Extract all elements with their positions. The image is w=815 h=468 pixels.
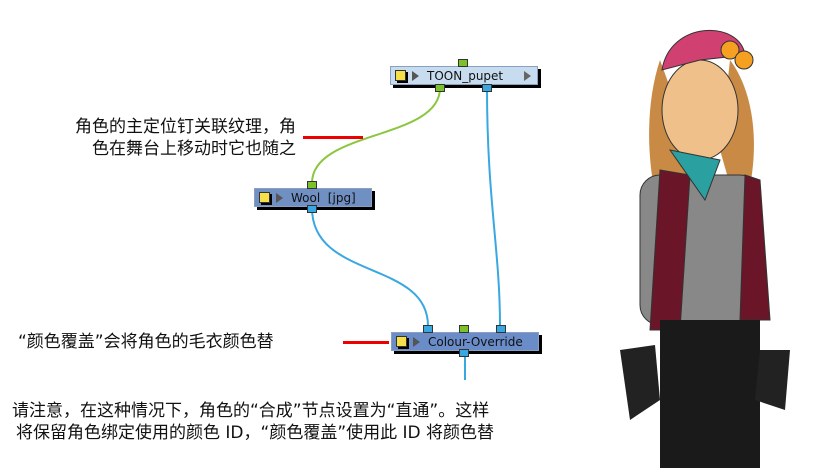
override-note: “颜色覆盖”会将角色的毛衣颜色替 <box>18 332 274 352</box>
node-toon-pupet[interactable]: TOON_pupet <box>390 66 538 85</box>
pointer-line <box>303 136 363 139</box>
output-port[interactable] <box>435 84 445 92</box>
color-swatch-icon <box>259 192 270 203</box>
node-label: TOON_pupet <box>427 68 504 83</box>
input-port[interactable] <box>423 325 433 333</box>
pegs-note: 角色的主定位钉关联纹理，角 色在舞台上移动时它也随之 <box>18 116 296 160</box>
input-port[interactable] <box>459 325 469 333</box>
note-line: 色在舞台上移动时它也随之 <box>92 139 296 159</box>
input-port[interactable] <box>458 59 468 67</box>
node-label: Wool [jpg] <box>291 190 356 205</box>
expand-arrow-icon[interactable] <box>524 70 531 81</box>
color-swatch-icon <box>395 70 406 81</box>
note-line: 角色的主定位钉关联纹理，角 <box>75 117 296 137</box>
play-icon <box>413 336 420 347</box>
green-connection <box>311 87 441 184</box>
blue-connection-1 <box>486 87 501 327</box>
note-line: 将保留角色绑定使用的颜色 ID，“颜色覆盖”使用此 ID 将颜色替 <box>16 423 495 443</box>
color-swatch-icon <box>396 336 407 347</box>
play-icon <box>276 192 283 203</box>
input-port[interactable] <box>496 325 506 333</box>
output-port[interactable] <box>459 349 469 357</box>
output-port[interactable] <box>482 84 492 92</box>
blue-connection-2 <box>311 207 429 327</box>
pointer-line <box>343 341 389 344</box>
bottom-note: 请注意，在这种情况下，角色的“合成”节点设置为“直通”。这样 将保留角色绑定使用… <box>12 400 494 444</box>
note-line: 请注意，在这种情况下，角色的“合成”节点设置为“直通”。这样 <box>12 401 490 421</box>
input-port[interactable] <box>307 181 317 189</box>
node-label: Colour-Override <box>428 334 523 349</box>
play-icon <box>412 70 419 81</box>
output-port[interactable] <box>307 205 317 213</box>
character-illustration <box>620 29 790 468</box>
